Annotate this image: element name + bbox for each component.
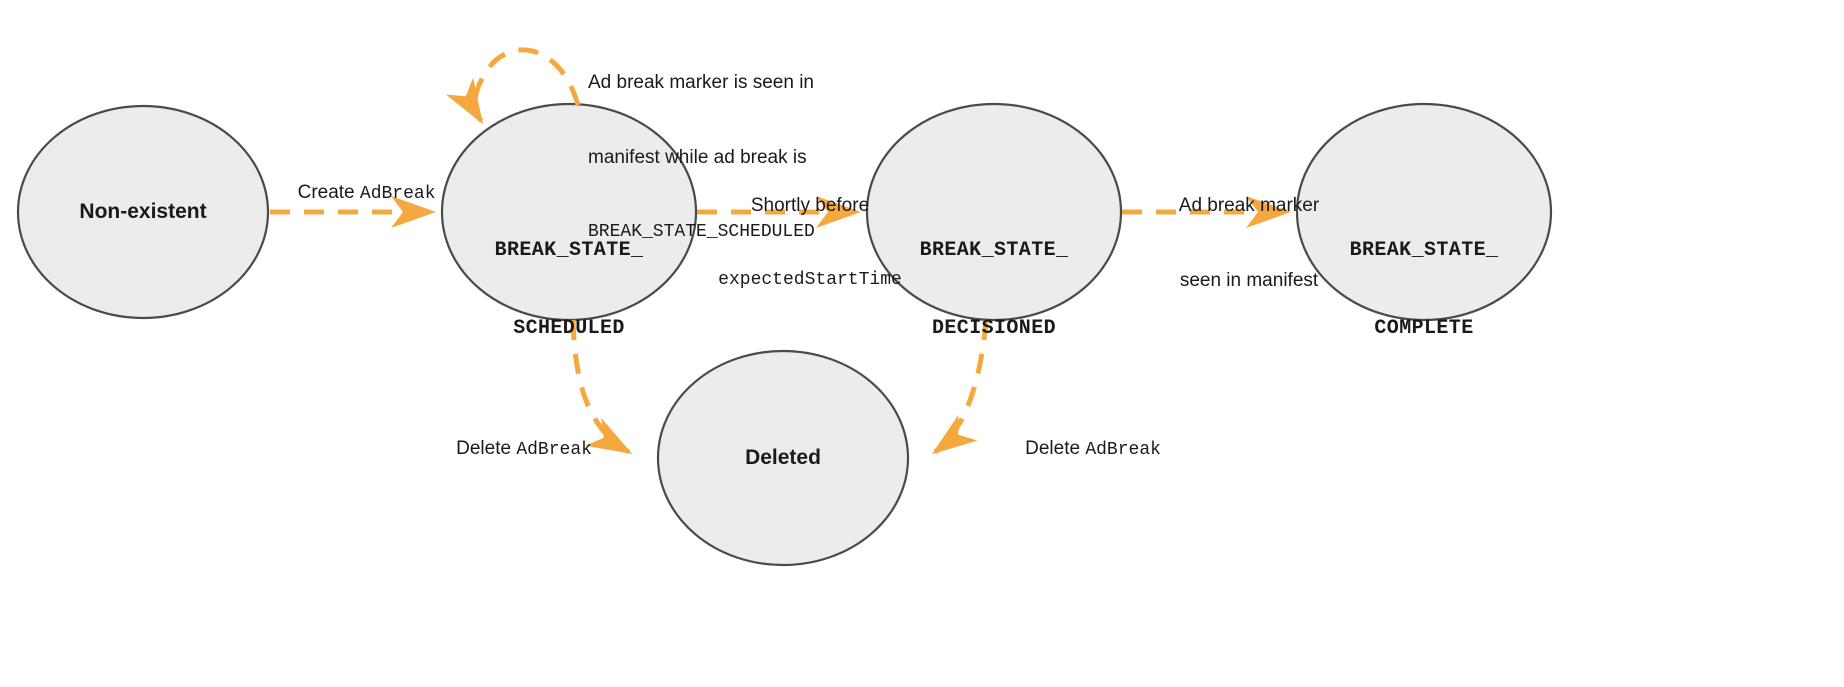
edge-label-line3-code: BREAK_STATE_SCHEDULED — [588, 222, 815, 242]
edge-label-text: Create — [297, 182, 360, 203]
edge-label-line1: Ad break marker is seen in — [588, 72, 814, 93]
edge-label-line2-code: expectedStartTime — [718, 270, 902, 290]
edge-label-line1: Ad break marker — [1178, 195, 1320, 216]
node-non-existent[interactable] — [16, 104, 270, 320]
edge-label-delete-adbreak-from-decisioned: Delete AdBreak — [1004, 411, 1204, 488]
node-break-state-complete[interactable] — [1295, 102, 1553, 322]
node-break-state-decisioned[interactable] — [865, 102, 1123, 322]
edge-label-line1: Shortly before — [750, 195, 870, 216]
node-break-state-scheduled[interactable] — [440, 102, 698, 322]
edge-delete-adbreak-from-scheduled[interactable] — [570, 319, 633, 455]
edge-delete-adbreak-from-decisioned[interactable] — [931, 319, 989, 455]
edge-label-delete-adbreak-from-scheduled: Delete AdBreak — [435, 411, 635, 488]
edge-scheduled-self-loop[interactable] — [445, 47, 581, 125]
edge-label-create-adbreak: Create AdBreak — [256, 155, 456, 232]
edge-label-code: AdBreak — [1085, 440, 1161, 460]
edge-label-code: AdBreak — [516, 440, 592, 460]
node-deleted[interactable] — [656, 349, 910, 567]
edge-label-shortly-before-expected-start-time: Shortly before expectedStartTime — [690, 143, 930, 343]
edge-label-code: AdBreak — [359, 184, 436, 204]
edge-label-text: Delete — [456, 438, 517, 459]
edge-label-line2: manifest while ad break is — [588, 147, 807, 168]
edge-label-line2: seen in manifest — [1179, 270, 1319, 291]
edge-label-scheduled-self-loop: Ad break marker is seen in manifest whil… — [588, 20, 918, 295]
edge-label-text: Delete — [1025, 438, 1086, 459]
edge-label-marker-seen-in-manifest: Ad break marker seen in manifest — [1124, 143, 1374, 343]
